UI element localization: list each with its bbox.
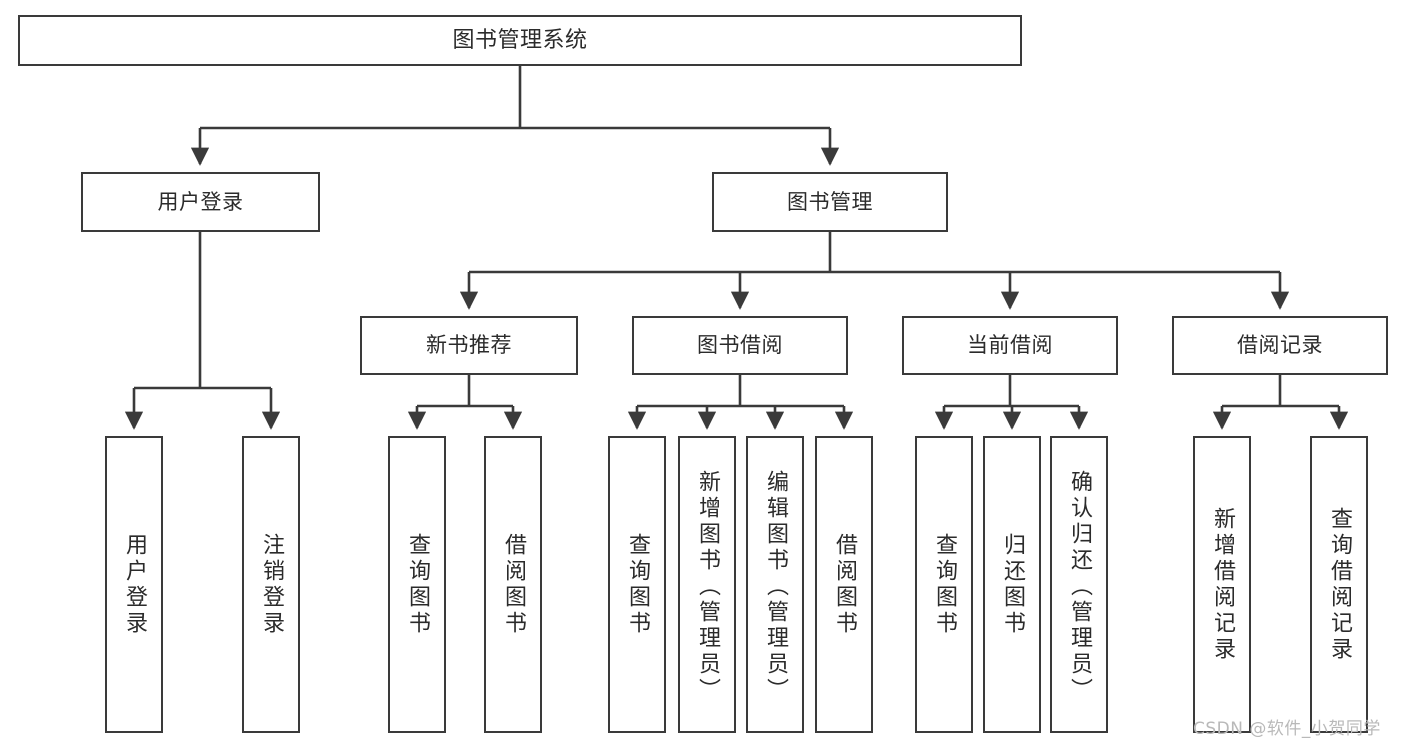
node-current-borrow[interactable]: 当前借阅 xyxy=(902,316,1118,375)
node-leaf-confirm-return[interactable]: 确认归还（管理员） xyxy=(1050,436,1108,733)
node-new-book-rec-label: 新书推荐 xyxy=(426,333,512,358)
node-leaf-query-record[interactable]: 查询借阅记录 xyxy=(1310,436,1368,733)
node-book-borrow[interactable]: 图书借阅 xyxy=(632,316,848,375)
node-leaf-query-book-2-label: 查询图书 xyxy=(624,532,650,637)
node-leaf-user-login[interactable]: 用户登录 xyxy=(105,436,163,733)
node-leaf-user-logout-label: 注销登录 xyxy=(258,532,284,637)
node-new-book-rec[interactable]: 新书推荐 xyxy=(360,316,578,375)
node-borrow-record[interactable]: 借阅记录 xyxy=(1172,316,1388,375)
node-leaf-add-record[interactable]: 新增借阅记录 xyxy=(1193,436,1251,733)
node-leaf-borrow-book-1[interactable]: 借阅图书 xyxy=(484,436,542,733)
node-book-borrow-label: 图书借阅 xyxy=(697,333,783,358)
node-leaf-add-book-label: 新增图书（管理员） xyxy=(694,469,720,704)
node-leaf-query-book-3-label: 查询图书 xyxy=(931,532,957,637)
node-leaf-add-book[interactable]: 新增图书（管理员） xyxy=(678,436,736,733)
node-leaf-user-login-label: 用户登录 xyxy=(121,532,147,637)
node-user-login-label: 用户登录 xyxy=(157,189,244,214)
node-leaf-return-book-label: 归还图书 xyxy=(999,532,1025,637)
node-current-borrow-label: 当前借阅 xyxy=(967,333,1053,358)
node-leaf-confirm-return-label: 确认归还（管理员） xyxy=(1066,469,1092,704)
csdn-watermark: CSDN @软件_小贺同学 xyxy=(1193,719,1381,739)
node-leaf-query-book-1-label: 查询图书 xyxy=(404,532,430,637)
node-book-manage[interactable]: 图书管理 xyxy=(712,172,948,232)
node-leaf-query-book-2[interactable]: 查询图书 xyxy=(608,436,666,733)
node-leaf-return-book[interactable]: 归还图书 xyxy=(983,436,1041,733)
node-leaf-edit-book-label: 编辑图书（管理员） xyxy=(762,469,788,704)
node-leaf-query-book-1[interactable]: 查询图书 xyxy=(388,436,446,733)
node-leaf-query-record-label: 查询借阅记录 xyxy=(1326,506,1352,663)
node-leaf-borrow-book-2[interactable]: 借阅图书 xyxy=(815,436,873,733)
node-leaf-edit-book[interactable]: 编辑图书（管理员） xyxy=(746,436,804,733)
node-leaf-query-book-3[interactable]: 查询图书 xyxy=(915,436,973,733)
node-leaf-add-record-label: 新增借阅记录 xyxy=(1209,506,1235,663)
node-leaf-user-logout[interactable]: 注销登录 xyxy=(242,436,300,733)
node-root-label: 图书管理系统 xyxy=(452,27,588,53)
node-root[interactable]: 图书管理系统 xyxy=(18,15,1022,66)
node-leaf-borrow-book-1-label: 借阅图书 xyxy=(500,532,526,637)
node-borrow-record-label: 借阅记录 xyxy=(1237,333,1323,358)
node-book-manage-label: 图书管理 xyxy=(787,189,873,214)
node-user-login[interactable]: 用户登录 xyxy=(81,172,320,232)
node-leaf-borrow-book-2-label: 借阅图书 xyxy=(831,532,857,637)
